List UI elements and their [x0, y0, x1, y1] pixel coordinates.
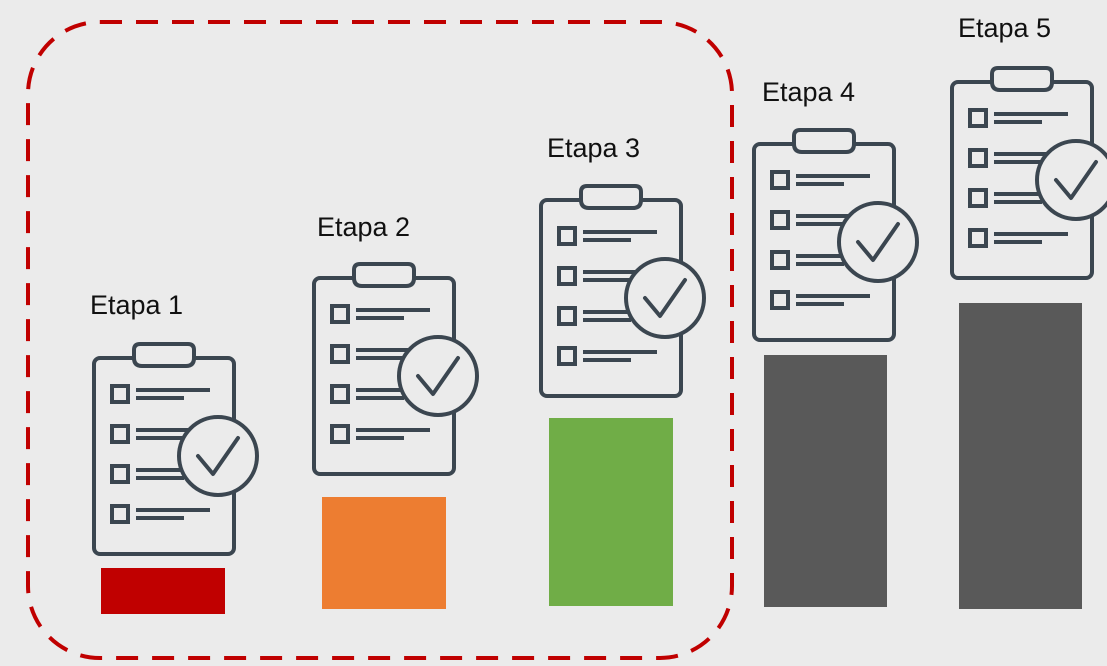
stage-label-2: Etapa 2	[317, 212, 411, 242]
stage-bar-3	[549, 418, 673, 606]
clipboard-checklist-icon	[88, 342, 268, 562]
stage-label-3: Etapa 3	[547, 133, 641, 163]
stage-bar-1	[101, 568, 225, 614]
stage-bar-2	[322, 497, 446, 609]
stage-bar-4	[764, 355, 887, 607]
stage-bar-5	[959, 303, 1082, 609]
clipboard-checklist-icon	[946, 66, 1107, 286]
clipboard-checklist-icon	[535, 184, 715, 404]
clipboard-checklist-icon	[308, 262, 488, 482]
stage-label-1: Etapa 1	[90, 290, 184, 320]
stage-label-4: Etapa 4	[762, 77, 856, 107]
clipboard-checklist-icon	[748, 128, 928, 348]
stage-label-5: Etapa 5	[958, 13, 1052, 43]
highlight-frame-border	[26, 20, 734, 660]
